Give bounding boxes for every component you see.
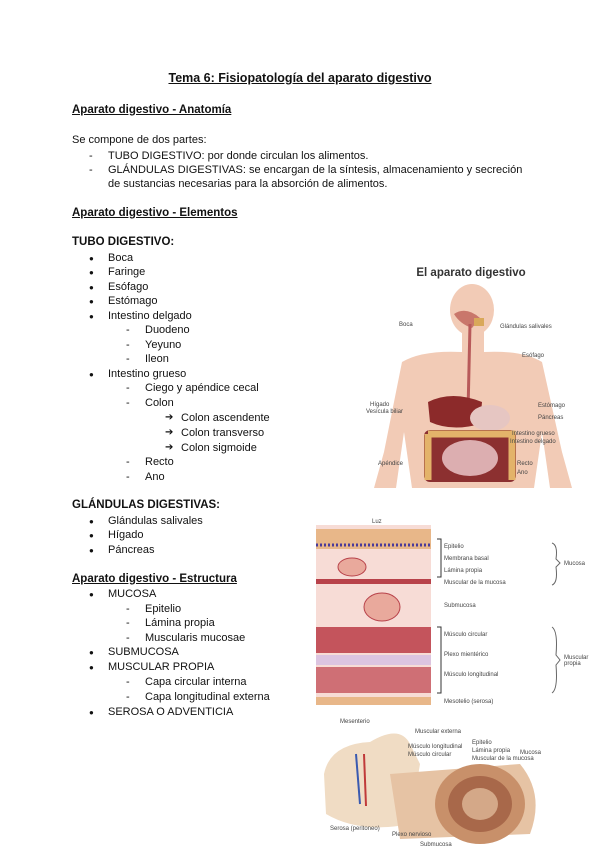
list-item: Páncreas	[89, 543, 155, 558]
label-serosa-3d: Serosa (peritoneo)	[330, 826, 380, 832]
intestine-3d-illustration	[324, 733, 536, 844]
part-glandulas-cont: de sustancias necesarias para la absorci…	[108, 178, 388, 190]
label-circular: Músculo circular	[408, 752, 452, 758]
list-subsubitem: Colon sigmoide	[165, 441, 257, 455]
label-higado: Hígado	[370, 402, 390, 408]
label-submucosa-3d: Submucosa	[420, 842, 452, 848]
wall-layers-illustration	[316, 525, 561, 705]
section-heading-anatomia: Aparato digestivo - Anatomía	[72, 104, 232, 116]
label-glandulas-salivales: Glándulas salivales	[500, 324, 552, 330]
label-mucosa: Mucosa	[564, 561, 586, 567]
label-ano: Ano	[517, 470, 528, 476]
list-item: SEROSA O ADVENTICIA	[89, 705, 233, 720]
intro-text: Se compone de dos partes:	[72, 134, 207, 146]
label-pancreas: Páncreas	[538, 415, 564, 421]
label-intestino-grueso: Intestino grueso	[512, 431, 555, 437]
list-item: SUBMUCOSA	[89, 645, 179, 660]
list-item: MUCOSA	[89, 587, 156, 602]
figure-title: El aparato digestivo	[416, 267, 526, 279]
list-subsubitem: Colon ascendente	[165, 411, 270, 425]
list-subitem: Muscularis mucosae	[126, 631, 245, 645]
label-boca: Boca	[399, 322, 413, 328]
list-subitem: Recto	[126, 455, 174, 469]
label-membrana-basal: Membrana basal	[444, 556, 489, 562]
label-esofago: Esófago	[522, 353, 545, 359]
histology-figure: Luz Epitelio Membrana basal Lámina propi…	[312, 515, 589, 710]
label-mesotelio: Mesotelio (serosa)	[444, 699, 494, 705]
list-subitem: Yeyuno	[126, 338, 181, 352]
section-heading-elementos: Aparato digestivo - Elementos	[72, 207, 238, 219]
list-item: MUSCULAR PROPIA	[89, 660, 214, 675]
label-musculo-longitudinal: Músculo longitudinal	[444, 672, 499, 678]
label-mesenterio: Mesenterio	[340, 719, 370, 725]
list-subitem: Colon	[126, 396, 174, 410]
label-musculo-circular: Músculo circular	[444, 632, 488, 638]
list-item: Faringe	[89, 265, 145, 280]
label-muscular-externa: Muscular externa	[415, 729, 462, 735]
label-plexo-mienterico: Plexo mientérico	[444, 652, 489, 658]
list-item: Intestino grueso	[89, 367, 186, 382]
list-item: Hígado	[89, 528, 144, 543]
label-apendice: Apéndice	[378, 461, 404, 467]
list-subitem: Capa longitudinal externa	[126, 690, 270, 704]
label-muscular-propia: Muscular propia	[564, 655, 589, 667]
label-longitudinal: Músculo longitudinal	[408, 744, 463, 750]
tubo-heading: TUBO DIGESTIVO:	[72, 236, 175, 248]
list-subitem: Ano	[126, 470, 164, 484]
list-item: Estómago	[89, 294, 157, 309]
body-illustration	[374, 284, 572, 488]
digestive-system-figure: El aparato digestivo Boca Glándulas sali…	[362, 262, 580, 488]
label-intestino-delgado: Intestino delgado	[510, 439, 556, 445]
list-subitem: Duodeno	[126, 323, 190, 337]
intestine-section-figure: Mesenterio Muscular externa Músculo long…	[320, 714, 560, 848]
label-submucosa: Submucosa	[444, 603, 476, 609]
list-item: Intestino delgado	[89, 309, 192, 324]
page-title: Tema 6: Fisiopatología del aparato diges…	[168, 71, 432, 85]
list-subitem: Lámina propia	[126, 616, 215, 630]
list-subsubitem: Colon transverso	[165, 426, 264, 440]
glandulas-heading: GLÁNDULAS DIGESTIVAS:	[72, 499, 221, 511]
label-lamina-propia: Lámina propia	[444, 568, 483, 574]
part-glandulas: GLÁNDULAS DIGESTIVAS: se encargan de la …	[89, 163, 522, 177]
list-item: Boca	[89, 251, 133, 266]
list-item: Glándulas salivales	[89, 514, 203, 529]
list-subitem: Ileon	[126, 352, 169, 366]
list-item: Esófago	[89, 280, 149, 295]
label-vesicula: Vesícula biliar	[366, 409, 404, 415]
label-luz: Luz	[372, 519, 382, 525]
label-estomago: Estómago	[538, 403, 566, 409]
label-epitelio: Epitelio	[444, 544, 464, 550]
label-epitelio-3d: Epitelio	[472, 740, 492, 746]
label-muscular-mucosa-3d: Muscular de la mucosa	[472, 756, 534, 762]
section-heading-estructura: Aparato digestivo - Estructura	[72, 573, 237, 585]
label-lamina-3d: Lámina propia	[472, 748, 511, 754]
label-plexo-3d: Plexo nervioso	[392, 832, 432, 838]
label-mucosa-3d: Mucosa	[520, 750, 542, 756]
label-muscular-mucosa: Muscular de la mucosa	[444, 580, 506, 586]
list-subitem: Epitelio	[126, 602, 181, 616]
list-subitem: Ciego y apéndice cecal	[126, 381, 259, 395]
label-recto: Recto	[517, 461, 533, 467]
list-subitem: Capa circular interna	[126, 675, 246, 689]
part-tubo: TUBO DIGESTIVO: por donde circulan los a…	[89, 149, 368, 163]
